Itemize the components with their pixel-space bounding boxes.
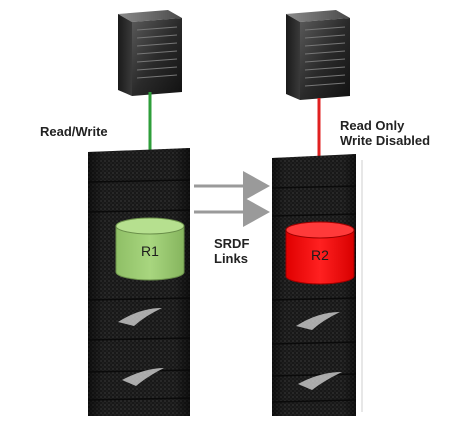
r1-label: R1 [141,243,159,259]
storage-array-right [271,154,363,416]
srdf-links-label: SRDF Links [214,236,249,266]
r1-device: R1 [115,217,185,281]
read-only-label: Read Only Write Disabled [340,118,430,148]
read-only-label-line2: Write Disabled [340,133,431,148]
host-server-left [118,10,182,96]
storage-array-left [87,148,191,416]
read-only-label-line1: Read Only [340,118,405,133]
host-server-right [286,10,350,100]
srdf-links-label-line1: SRDF [214,236,250,251]
read-write-label: Read/Write [40,124,108,139]
srdf-link-arrows [194,171,270,227]
r2-label: R2 [311,247,329,263]
srdf-links-label-line2: Links [214,251,248,266]
r2-device: R2 [285,221,355,285]
